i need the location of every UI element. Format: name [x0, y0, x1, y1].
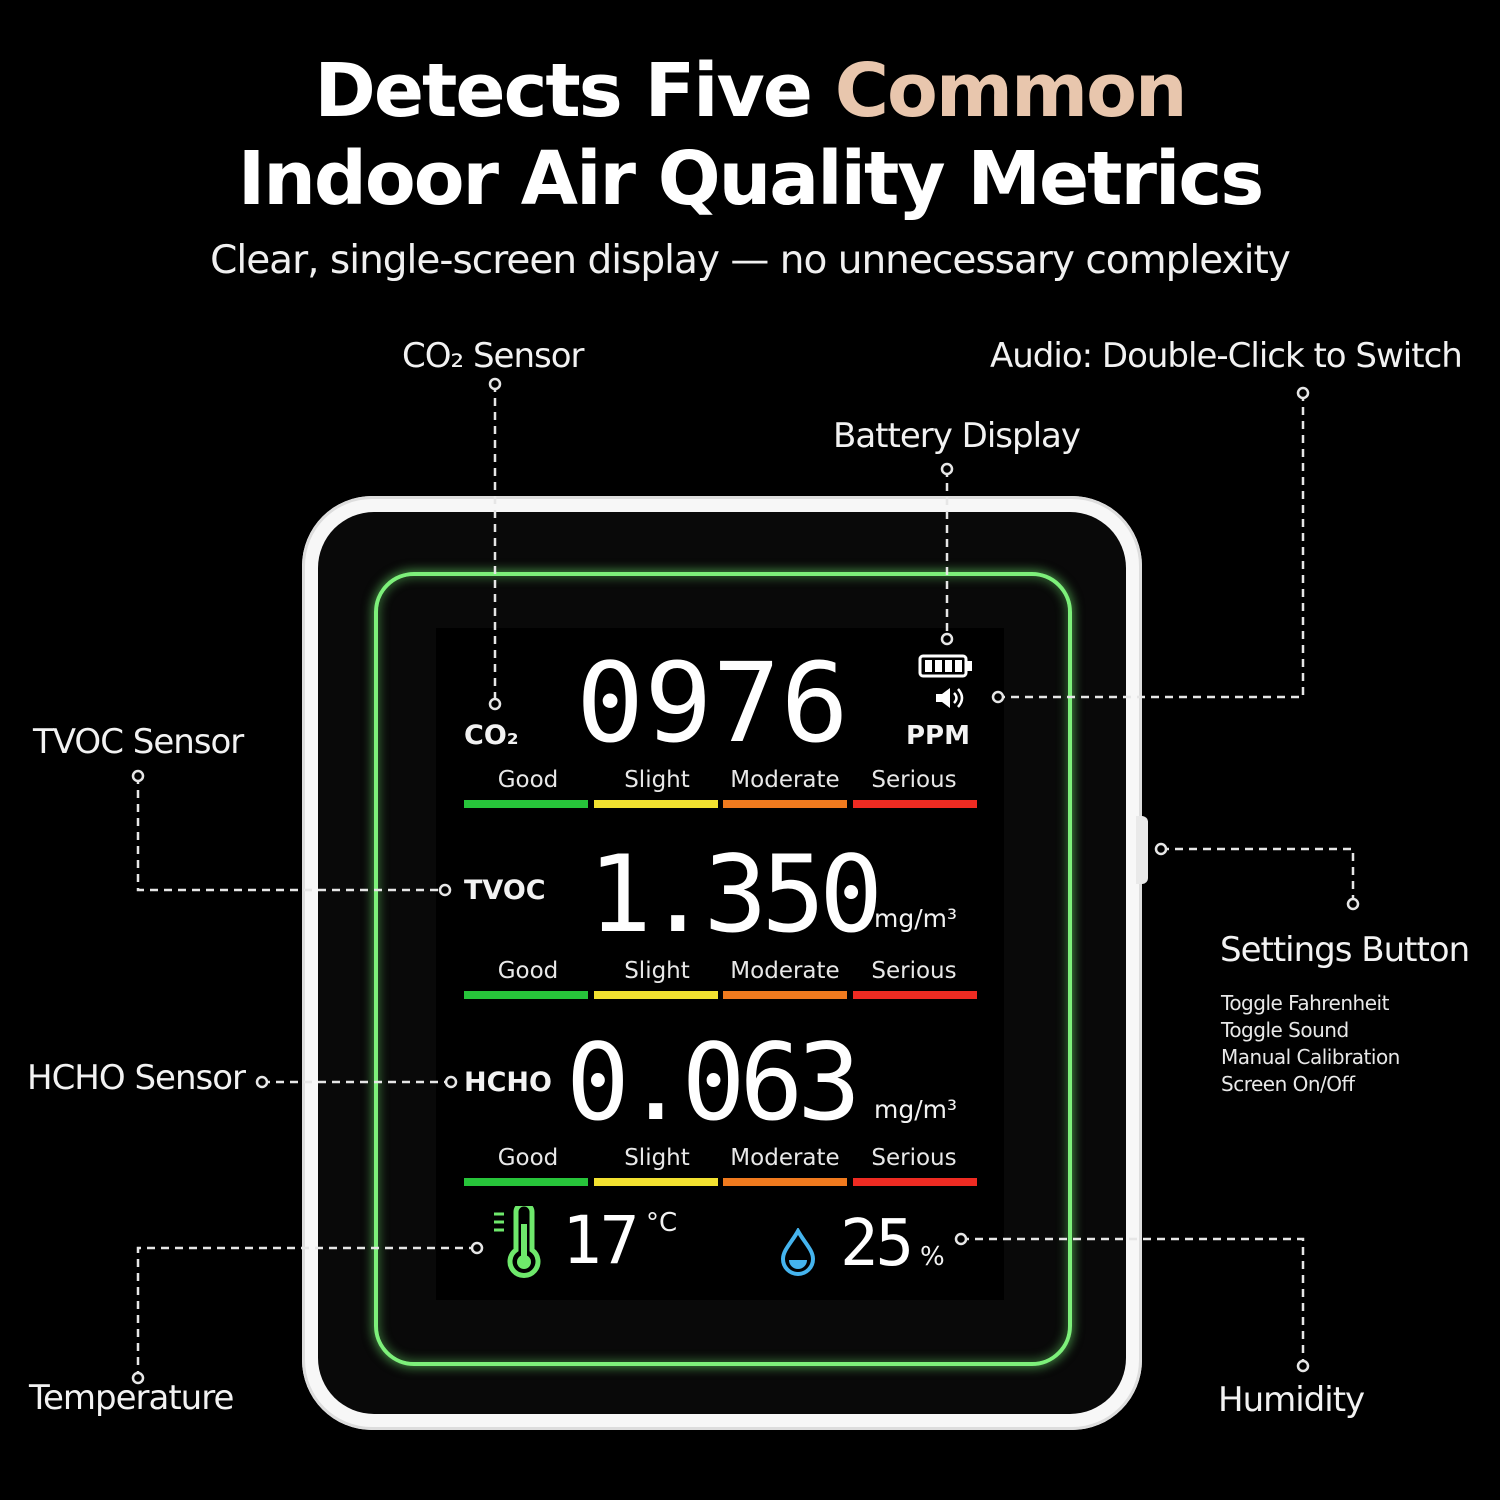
- co2-bar-moderate: [723, 800, 847, 808]
- settings-button[interactable]: [1136, 816, 1148, 884]
- callout-battery: Battery Display: [833, 416, 1081, 456]
- humidity-value: 25: [840, 1207, 914, 1281]
- co2-bar-slight: [594, 800, 718, 808]
- tvoc-level-slight: Slight: [624, 958, 690, 984]
- callout-humidity: Humidity: [1218, 1380, 1365, 1420]
- callout-temperature: Temperature: [29, 1378, 234, 1418]
- tvoc-bar-good: [464, 991, 588, 999]
- hcho-bar-serious: [853, 1178, 977, 1186]
- headline-line1-pre: Detects Five: [314, 48, 835, 134]
- hcho-value: 0.063: [566, 1021, 861, 1144]
- callout-co2-sensor: CO₂ Sensor: [402, 336, 584, 376]
- co2-level-slight: Slight: [624, 767, 690, 793]
- tvoc-label: TVOC: [464, 875, 546, 906]
- tvoc-value: 1.350: [588, 833, 883, 956]
- hcho-level-slight: Slight: [624, 1145, 690, 1171]
- co2-level-serious: Serious: [871, 767, 957, 793]
- tvoc-bar-serious: [853, 991, 977, 999]
- hcho-level-serious: Serious: [871, 1145, 957, 1171]
- temperature-value: 17: [562, 1202, 639, 1279]
- settings-item: Toggle Fahrenheit: [1221, 991, 1389, 1015]
- callout-tvoc-sensor: TVOC Sensor: [33, 722, 244, 762]
- callout-settings: Settings Button: [1220, 930, 1470, 970]
- headline-line2: Indoor Air Quality Metrics: [237, 136, 1265, 222]
- speaker-icon: [934, 686, 968, 714]
- hcho-level-good: Good: [497, 1145, 559, 1171]
- tvoc-level-moderate: Moderate: [730, 958, 840, 984]
- hcho-label: HCHO: [464, 1067, 552, 1098]
- settings-list: Toggle Fahrenheit Toggle Sound Manual Ca…: [1221, 990, 1400, 1098]
- co2-unit: PPM: [906, 721, 970, 751]
- temperature-unit: °C: [646, 1208, 678, 1238]
- settings-item: Toggle Sound: [1221, 1018, 1349, 1042]
- hcho-bar-moderate: [723, 1178, 847, 1186]
- tvoc-level-serious: Serious: [871, 958, 957, 984]
- tvoc-bar-moderate: [723, 991, 847, 999]
- co2-bar-serious: [853, 800, 977, 808]
- co2-label: CO₂: [464, 720, 519, 751]
- settings-item: Manual Calibration: [1221, 1045, 1400, 1069]
- lcd-screen: [436, 628, 1004, 1300]
- battery-icon: [918, 654, 976, 682]
- co2-bar-good: [464, 800, 588, 808]
- humidity-unit: %: [920, 1242, 945, 1272]
- headline-accent: Common: [834, 48, 1188, 134]
- callout-audio: Audio: Double-Click to Switch: [990, 336, 1463, 376]
- subtitle: Clear, single-screen display — no unnece…: [210, 238, 1291, 283]
- headline-line1: Detects Five Common: [0, 48, 1500, 134]
- tvoc-bar-slight: [594, 991, 718, 999]
- co2-level-moderate: Moderate: [730, 767, 840, 793]
- tvoc-level-good: Good: [497, 958, 559, 984]
- hcho-bar-slight: [594, 1178, 718, 1186]
- droplet-icon: [778, 1226, 818, 1280]
- callout-hcho-sensor: HCHO Sensor: [27, 1058, 246, 1098]
- tvoc-unit: mg/m³: [874, 904, 958, 933]
- hcho-unit: mg/m³: [874, 1095, 958, 1124]
- glow-ring: [374, 572, 1072, 1366]
- co2-level-good: Good: [497, 767, 559, 793]
- hcho-level-moderate: Moderate: [730, 1145, 840, 1171]
- hcho-bar-good: [464, 1178, 588, 1186]
- co2-value: 0976: [576, 639, 849, 767]
- settings-item: Screen On/Off: [1221, 1072, 1355, 1096]
